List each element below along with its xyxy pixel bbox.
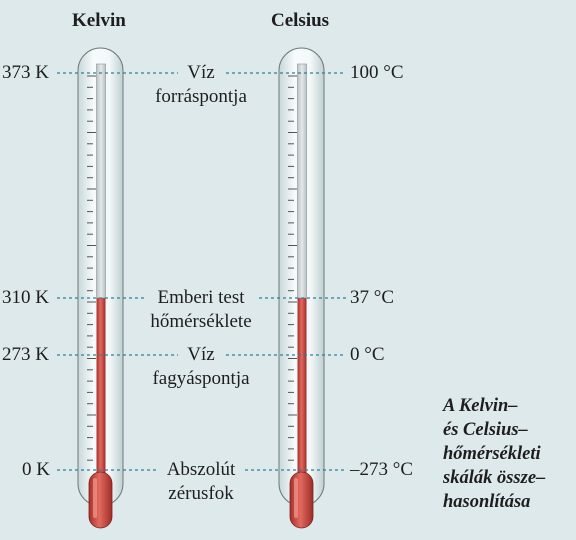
celsius-value: 100 °C: [350, 62, 404, 83]
reference-label-line1: Abszolút: [166, 459, 236, 480]
reference-label-line2: forráspontja: [155, 86, 247, 107]
caption-line: hőmérsékleti: [443, 444, 541, 464]
celsius-header: Celsius: [271, 10, 330, 31]
kelvin-thermometer: [77, 47, 124, 529]
caption-line: hasonlítása: [443, 492, 531, 512]
celsius-value: 37 °C: [350, 287, 395, 308]
kelvin-value: 273 K: [2, 344, 49, 365]
reference-label-line1: Víz: [187, 344, 215, 365]
reference-label-line1: Víz: [187, 62, 215, 83]
kelvin-value: 0 K: [22, 459, 50, 480]
celsius-value: –273 °C: [350, 459, 414, 480]
kelvin-header: Kelvin: [72, 10, 126, 31]
caption-line: A Kelvin–: [443, 396, 518, 416]
celsius-value: 0 °C: [350, 344, 385, 365]
kelvin-value: 310 K: [2, 287, 49, 308]
reference-label-line2: fagyáspontja: [152, 368, 250, 389]
caption-line: skálák össze–: [443, 468, 546, 488]
reference-dashes: [57, 72, 346, 471]
celsius-thermometer: [278, 47, 325, 529]
reference-label-line2: zérusfok: [168, 483, 234, 504]
caption-line: és Celsius–: [443, 420, 528, 440]
reference-label-line2: hőmérséklete: [150, 311, 252, 332]
kelvin-value: 373 K: [2, 62, 49, 83]
reference-label-line1: Emberi test: [157, 287, 245, 308]
figure-caption: A Kelvin– és Celsius– hőmérsékleti skálá…: [443, 394, 573, 514]
